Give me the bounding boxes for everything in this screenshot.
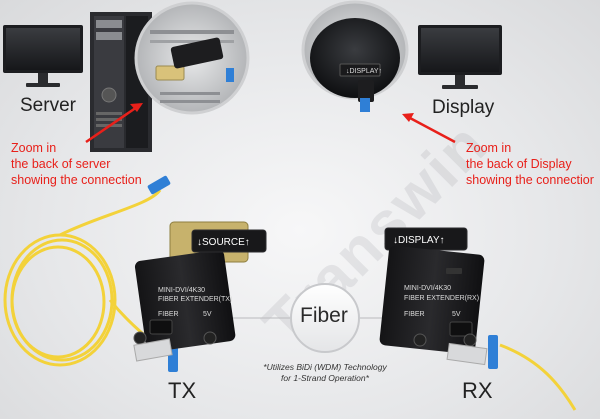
display-monitor: [418, 25, 502, 89]
rx-fiber-label: FIBER: [404, 311, 425, 318]
small-display-plate: ↓DISPLAY↑: [346, 68, 382, 75]
bidi-caption-line: *Utilizes BiDi (WDM) Technology: [263, 362, 387, 372]
bidi-caption: *Utilizes BiDi (WDM) Technology for 1-St…: [255, 362, 395, 384]
server-label: Server: [20, 95, 76, 116]
server-zoom-note-line: Zoom in: [11, 141, 57, 155]
tx-voltage-label: 5V: [203, 311, 212, 318]
rx-voltage-label: 5V: [452, 311, 461, 318]
callout-arrows: [85, 103, 456, 144]
tx-fiber-label: FIBER: [158, 311, 179, 318]
rx-type-line: FIBER EXTENDER(RX): [404, 295, 479, 302]
display-zoom-note: Zoom in the back of Display showing the …: [466, 140, 598, 188]
bidi-caption-line: for 1-Strand Operation*: [281, 373, 369, 383]
tx-label: TX: [168, 378, 197, 403]
display-zoom-note-line: showing the connectior: [466, 173, 594, 187]
tx-type-line: FIBER EXTENDER(TX): [158, 296, 232, 303]
tx-device: ↓SOURCE↑ MINI-DVI/4K30 FIBER EXTENDER(TX…: [133, 221, 267, 362]
server-zoom-bubble: [134, 1, 250, 115]
rx-display-plate: ↓DISPLAY↑: [393, 235, 445, 246]
server-monitor: [3, 25, 83, 87]
rx-model-line: MINI-DVI/4K30: [404, 285, 451, 292]
fiber-label: Fiber: [300, 304, 348, 327]
server-zoom-note-line: showing the connection: [11, 173, 142, 187]
display-zoom-note-line: Zoom in: [466, 141, 512, 155]
display-zoom-note-line: the back of Display: [466, 157, 572, 171]
display-label: Display: [432, 97, 495, 118]
rx-device: ↓DISPLAY↑ MINI-DVI/4K30 FIBER EXTENDER(R…: [379, 227, 488, 366]
tx-source-plate: ↓SOURCE↑: [197, 237, 250, 248]
server-zoom-note: Zoom in the back of server showing the c…: [11, 140, 142, 188]
tx-model-line: MINI-DVI/4K30: [158, 287, 205, 294]
server-zoom-note-line: the back of server: [11, 157, 111, 171]
rx-label: RX: [462, 378, 493, 403]
display-zoom-bubble: ↓DISPLAY↑: [301, 0, 409, 112]
